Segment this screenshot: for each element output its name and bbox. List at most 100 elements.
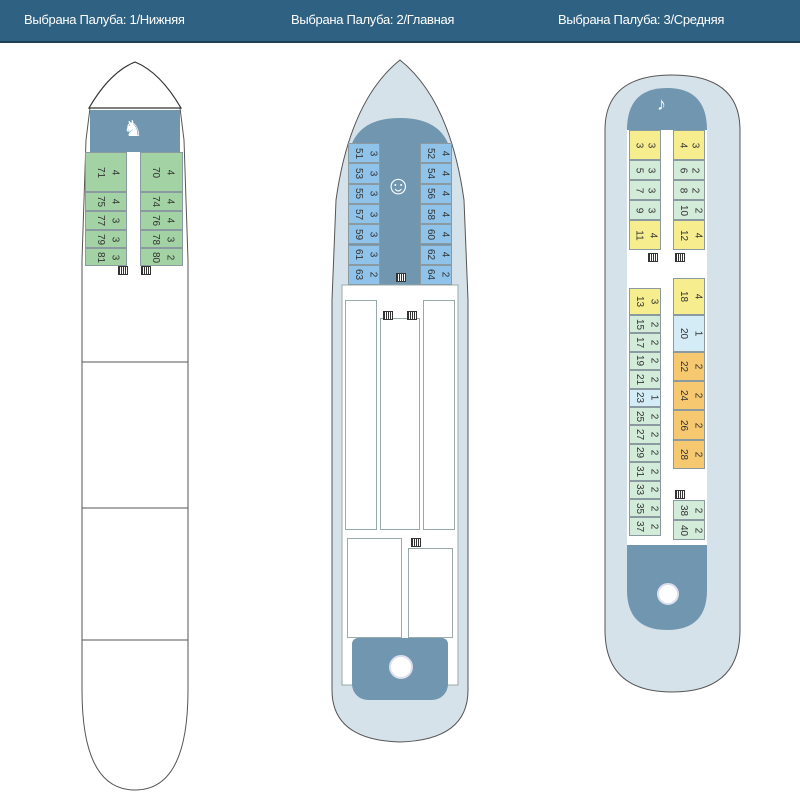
stairs-icon — [648, 253, 658, 262]
cabin-berths: 4 — [439, 150, 451, 156]
cabin-berths: 2 — [648, 523, 660, 530]
cabin-number: 4 — [677, 142, 689, 148]
cabin-berths: 4 — [647, 232, 659, 238]
cabin-berths: 4 — [109, 198, 121, 205]
deck2-hall-center[interactable] — [380, 318, 420, 530]
cabin-number: 60 — [424, 228, 436, 240]
deck-3-tab[interactable]: Выбрана Палуба: 3/Средняя — [558, 12, 725, 27]
deck-selector-header: Выбрана Палуба: 1/Нижняя Выбрана Палуба:… — [0, 0, 800, 43]
cabin-berths: 2 — [692, 363, 704, 370]
deck1-hull — [81, 107, 189, 791]
stairs-icon — [411, 538, 421, 547]
cabin-number: 78 — [150, 233, 162, 245]
cabin-berths: 3 — [367, 251, 379, 258]
deck1-playroom[interactable] — [90, 110, 180, 152]
cabin-number: 13 — [633, 295, 645, 308]
cabin-number: 23 — [633, 392, 645, 404]
cabin-berths: 4 — [164, 217, 176, 224]
cabin-number: 77 — [94, 214, 106, 227]
deck2-room-left[interactable] — [347, 538, 402, 638]
cabin-berths: 3 — [645, 142, 657, 148]
cabin-berths: 2 — [689, 167, 701, 173]
cabin-berths: 2 — [648, 376, 660, 383]
cabin-number: 7 — [633, 187, 645, 193]
deck-1-tab[interactable]: Выбрана Палуба: 1/Нижняя — [24, 12, 185, 27]
cabin-number: 17 — [633, 337, 645, 349]
deck2-room-right[interactable] — [408, 548, 453, 638]
cabin-number: 62 — [424, 249, 436, 261]
cabin-number: 19 — [633, 355, 645, 367]
cabin-berths: 4 — [439, 251, 451, 258]
cabin-berths: 2 — [689, 187, 701, 193]
cabin-berths: 2 — [692, 422, 704, 428]
cabin-number: 20 — [677, 327, 689, 340]
cabin-berths: 2 — [648, 339, 660, 346]
cabin-berths: 2 — [692, 507, 704, 513]
cabin-number: 63 — [352, 269, 364, 281]
deck-2-tab[interactable]: Выбрана Палуба: 2/Главная — [291, 12, 455, 27]
cabin-berths: 1 — [648, 395, 660, 401]
deck2-hall-left[interactable] — [345, 300, 377, 530]
deck2-hall-right[interactable] — [423, 300, 455, 530]
stairs-icon — [118, 266, 128, 275]
cabin-berths: 3 — [645, 207, 657, 213]
cabin-number: 10 — [677, 204, 689, 216]
cabin-number: 74 — [150, 195, 162, 208]
